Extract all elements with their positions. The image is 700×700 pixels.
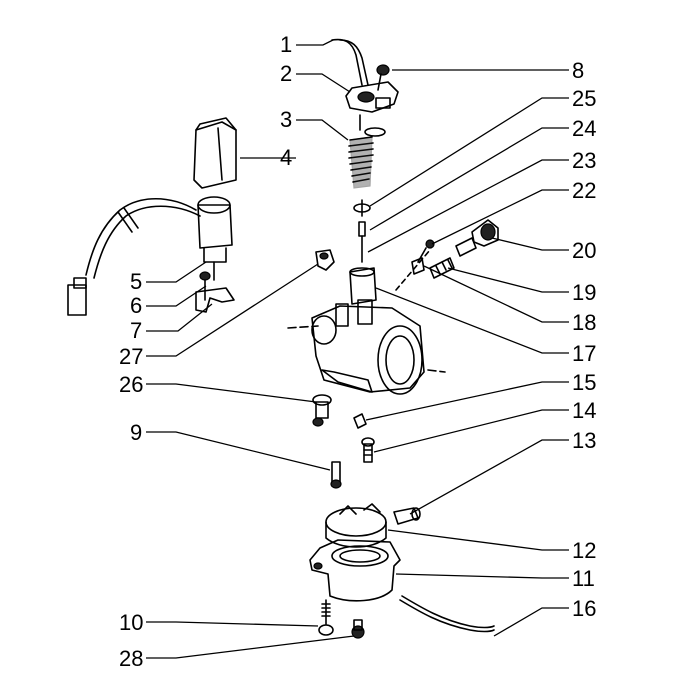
part-float-bowl [309, 539, 401, 602]
callout-4: 4 [280, 145, 292, 170]
callout-10: 10 [119, 610, 143, 635]
callout-15: 15 [572, 370, 596, 395]
callout-26: 26 [119, 372, 143, 397]
callout-14: 14 [572, 398, 596, 423]
callout-28: 28 [119, 646, 143, 671]
callout-25: 25 [572, 86, 596, 111]
callout-13: 13 [572, 428, 596, 453]
part-idle-screw-set [411, 219, 499, 279]
callout-16: 16 [572, 596, 596, 621]
callout-23: 23 [572, 148, 596, 173]
callout-19: 19 [572, 280, 596, 305]
part-26 [312, 394, 332, 427]
callout-8: 8 [572, 58, 584, 83]
callout-9: 9 [130, 420, 142, 445]
callout-3: 3 [280, 107, 292, 132]
callout-1: 1 [280, 32, 292, 57]
callout-22: 22 [572, 178, 596, 203]
callout-20: 20 [572, 238, 596, 263]
callout-24: 24 [572, 116, 596, 141]
part-rubber-cap [193, 117, 237, 189]
callout-18: 18 [572, 310, 596, 335]
part-15 [353, 413, 367, 429]
part-spring [348, 114, 386, 189]
part-bracket [195, 287, 235, 313]
part-9 [330, 461, 342, 489]
part-screw-28 [351, 619, 365, 639]
part-throttle-slide [349, 267, 377, 305]
callout-7: 7 [130, 318, 142, 343]
part-27 [315, 249, 335, 271]
part-14 [361, 437, 375, 463]
callout-11: 11 [572, 566, 595, 591]
leader-lines [146, 39, 569, 659]
callout-12: 12 [572, 538, 596, 563]
part-needle-clip [353, 199, 371, 217]
part-jet-needle [358, 221, 366, 263]
callout-6: 6 [130, 293, 142, 318]
part-starter-valve [67, 196, 233, 316]
part-screw-10 [318, 599, 334, 636]
part-drain-tube [399, 595, 495, 633]
part-cable-sheath [331, 38, 369, 86]
callout-27: 27 [119, 344, 143, 369]
part-top-cover [345, 81, 399, 113]
callout-2: 2 [280, 61, 292, 86]
part-13 [393, 507, 421, 525]
callout-5: 5 [130, 269, 142, 294]
part-screw-8 [376, 64, 390, 91]
callout-17: 17 [572, 341, 596, 366]
